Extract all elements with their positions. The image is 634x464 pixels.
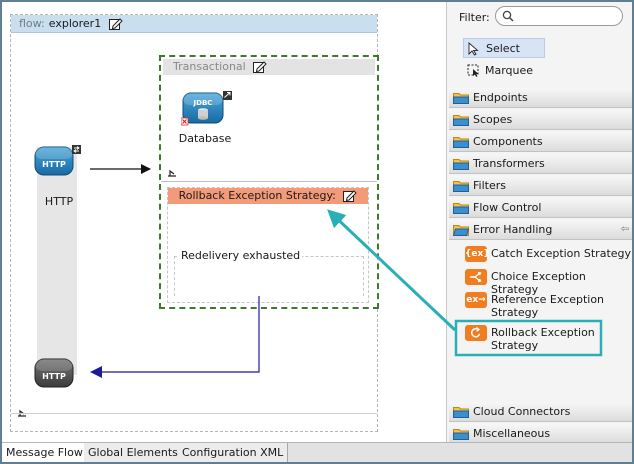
folder-open-icon (453, 225, 469, 236)
category-label: Components (473, 135, 543, 148)
http-response-badge: HTTP (42, 372, 66, 381)
category-label: Endpoints (473, 91, 528, 104)
palette-item-label: Catch Exception Strategy (491, 247, 632, 260)
category-label: Filters (473, 179, 506, 192)
folder-icon (453, 115, 469, 126)
category-label: Miscellaneous (473, 427, 551, 440)
jdbc-badge: JDBC (193, 99, 213, 107)
source-lane (37, 147, 77, 375)
category-flow-control[interactable]: Flow Control (449, 198, 632, 218)
filter-label: Filter: (459, 11, 490, 24)
database-icon[interactable]: JDBC (181, 91, 233, 127)
category-miscellaneous[interactable]: Miscellaneous (449, 424, 632, 444)
transactional-header[interactable]: Transactional (163, 59, 375, 75)
collapse-arrows-icon[interactable]: ⇦ (620, 224, 629, 235)
rollback-title: Rollback Exception Strategy: (178, 189, 336, 202)
flow-prefix: flow: (19, 17, 45, 30)
filter-input[interactable] (516, 9, 616, 23)
folder-icon (453, 137, 469, 148)
palette-item-label: Choice Exception Strategy (491, 270, 586, 296)
category-scopes[interactable]: Scopes (449, 110, 632, 130)
redelivery-exhausted-zone[interactable]: Redelivery exhausted (174, 249, 364, 296)
edit-icon[interactable] (253, 61, 267, 73)
category-label: Cloud Connectors (473, 405, 571, 418)
folder-icon (453, 429, 469, 440)
http-response-icon[interactable]: HTTP (33, 357, 81, 389)
http-inbound-badge: HTTP (42, 160, 66, 169)
palette-panel: Filter: Select Marquee Endpoints (446, 2, 632, 444)
category-error-handling[interactable]: Error Handling ⇦ (449, 220, 632, 240)
http-inbound-icon[interactable]: HTTP (33, 145, 81, 177)
search-icon (502, 10, 514, 22)
edit-icon[interactable] (343, 190, 358, 202)
marquee-icon (467, 64, 479, 77)
catch-exception-icon: {ex} (465, 246, 490, 262)
category-transformers[interactable]: Transformers (449, 154, 632, 174)
rollback-header[interactable]: Rollback Exception Strategy: (168, 188, 368, 204)
rollback-exception-strategy-scope[interactable]: Rollback Exception Strategy: Redelivery … (167, 187, 369, 303)
category-label: Flow Control (473, 201, 542, 214)
palette-item-label: Reference Exception Strategy (491, 293, 605, 319)
flow-canvas[interactable]: flow:explorer1 HTTP (2, 2, 446, 442)
folder-icon (453, 203, 469, 214)
palette-item-label: Rollback Exception Strategy (491, 326, 595, 352)
filter-search-box[interactable] (495, 6, 623, 26)
transactional-title: Transactional (173, 60, 246, 73)
select-tool[interactable]: Select (463, 38, 545, 58)
tab-global-elements[interactable]: Global Elements (84, 443, 183, 462)
flow-container[interactable]: flow:explorer1 HTTP (10, 14, 379, 432)
arrow-cursor-icon (468, 42, 479, 56)
folder-icon (453, 159, 469, 170)
collapse-icon[interactable] (167, 169, 177, 177)
rollback-exception-icon (465, 325, 487, 341)
folder-icon (453, 93, 469, 104)
category-endpoints[interactable]: Endpoints (449, 88, 632, 108)
edit-icon[interactable] (108, 18, 123, 30)
marquee-tool[interactable]: Marquee (463, 61, 545, 81)
transactional-scope[interactable]: Transactional JDBC (159, 55, 379, 309)
category-label: Error Handling (473, 223, 553, 236)
flow-name: explorer1 (48, 17, 102, 30)
highlight-box (454, 319, 603, 357)
database-label: Database (178, 132, 232, 145)
editor-tab-bar: Message Flow Global Elements Configurati… (2, 442, 632, 462)
folder-icon (453, 407, 469, 418)
transactional-divider (161, 181, 377, 182)
category-components[interactable]: Components (449, 132, 632, 152)
tab-message-flow[interactable]: Message Flow (2, 443, 88, 462)
tab-configuration-xml[interactable]: Configuration XML (178, 443, 289, 462)
category-label: Scopes (473, 113, 513, 126)
redelivery-exhausted-label: Redelivery exhausted (179, 249, 303, 262)
category-filters[interactable]: Filters (449, 176, 632, 196)
choice-exception-icon (465, 269, 487, 285)
select-tool-label: Select (486, 42, 520, 55)
flow-divider (11, 413, 377, 414)
folder-icon (453, 181, 469, 192)
flow-header[interactable]: flow:explorer1 (11, 15, 377, 33)
marquee-tool-label: Marquee (485, 64, 534, 77)
reference-exception-icon: ex→ (465, 292, 487, 308)
category-cloud-connectors[interactable]: Cloud Connectors (449, 402, 632, 422)
category-label: Transformers (473, 157, 545, 170)
http-inbound-label: HTTP (44, 195, 74, 208)
